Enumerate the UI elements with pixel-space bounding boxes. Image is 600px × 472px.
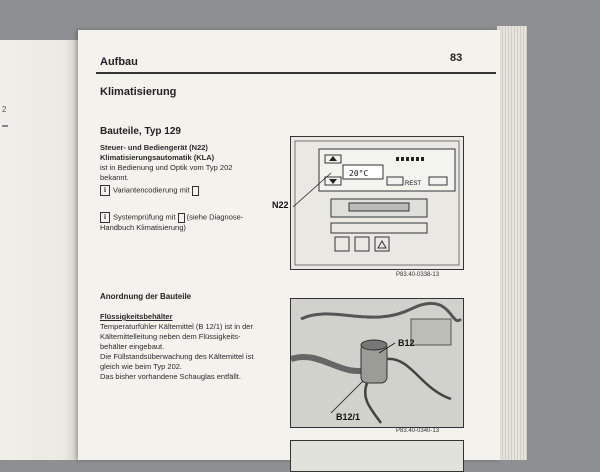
arrangement-line-2: Kältemittelleitung neben dem Flüssigkeit…: [100, 332, 241, 341]
callout-n22: N22: [272, 200, 289, 210]
component-description: Steuer- und Bediengerät (N22) Klimatisie…: [100, 143, 285, 233]
container-title: Flüssigkeitsbehälter: [100, 312, 173, 321]
callout-b12-1: B12/1: [336, 412, 361, 422]
info-icon: i: [100, 212, 110, 223]
page-number: 83: [450, 52, 463, 64]
figure1-code: P83.40-0338-13: [396, 272, 440, 278]
callout-b12: B12: [398, 338, 415, 348]
panel-display-text: 20°C: [349, 169, 368, 178]
desc-line-2: bekannt.: [100, 173, 129, 182]
variant-coding-text: Variantencodierung mit: [113, 185, 190, 195]
section-title: Klimatisierung: [100, 86, 177, 98]
manual-page: Aufbau 83 Klimatisierung Bauteile, Typ 1…: [78, 30, 500, 472]
rest-label: REST: [405, 181, 421, 187]
panel-segment-bars: [396, 157, 424, 161]
info-icon: i: [100, 185, 110, 196]
control-panel-illustration: [292, 140, 460, 266]
figure2-code: P83.40-0340-13: [396, 428, 440, 434]
arrangement-line-4: Die Füllstandsüberwachung des Kältemitte…: [100, 352, 254, 361]
arrangement-line-6: Das bisher vorhandene Schauglas entfällt…: [100, 372, 241, 381]
arrangement-title: Anordnung der Bauteile: [100, 292, 192, 301]
display-temperature: 20°C: [349, 169, 368, 178]
arrangement-line-3: behälter eingebaut.: [100, 342, 165, 351]
arrangement-text: Flüssigkeitsbehälter Temperaturfühler Kä…: [100, 312, 285, 382]
page-edges: [497, 26, 527, 460]
system-check-text: Systemprüfung mit: [113, 212, 176, 222]
system-check-ref-1: (siehe Diagnose-: [186, 212, 244, 222]
left-page-mark: 2: [2, 105, 7, 114]
header-rule: [96, 72, 496, 74]
header-title: Aufbau: [100, 56, 138, 68]
next-figure-partial: [290, 440, 464, 472]
device-line: Steuer- und Bediengerät (N22): [100, 143, 208, 152]
desc-line-1: ist in Bedienung und Optik vom Typ 202: [100, 163, 233, 172]
system-check-ref-2: Handbuch Klimatisierung): [100, 223, 186, 232]
control-panel-figure: 20°C REST: [290, 136, 464, 270]
receiver-dryer-illustration: [290, 299, 463, 427]
diagnostic-tool-icon: [177, 212, 185, 223]
diagnostic-tool-icon: [191, 185, 199, 196]
left-page: 2: [0, 40, 80, 460]
component-title: Bauteile, Typ 129: [100, 126, 181, 137]
left-page-dash: [2, 125, 8, 127]
panel-rest-label: REST: [405, 181, 421, 187]
arrangement-line-1: Temperaturfühler Kältemittel (B 12/1) is…: [100, 322, 253, 331]
arrangement-line-5: gleich wie beim Typ 202.: [100, 362, 182, 371]
unit-line: Klimatisierungsautomatik (KLA): [100, 153, 215, 162]
receiver-dryer-figure: [290, 298, 464, 428]
